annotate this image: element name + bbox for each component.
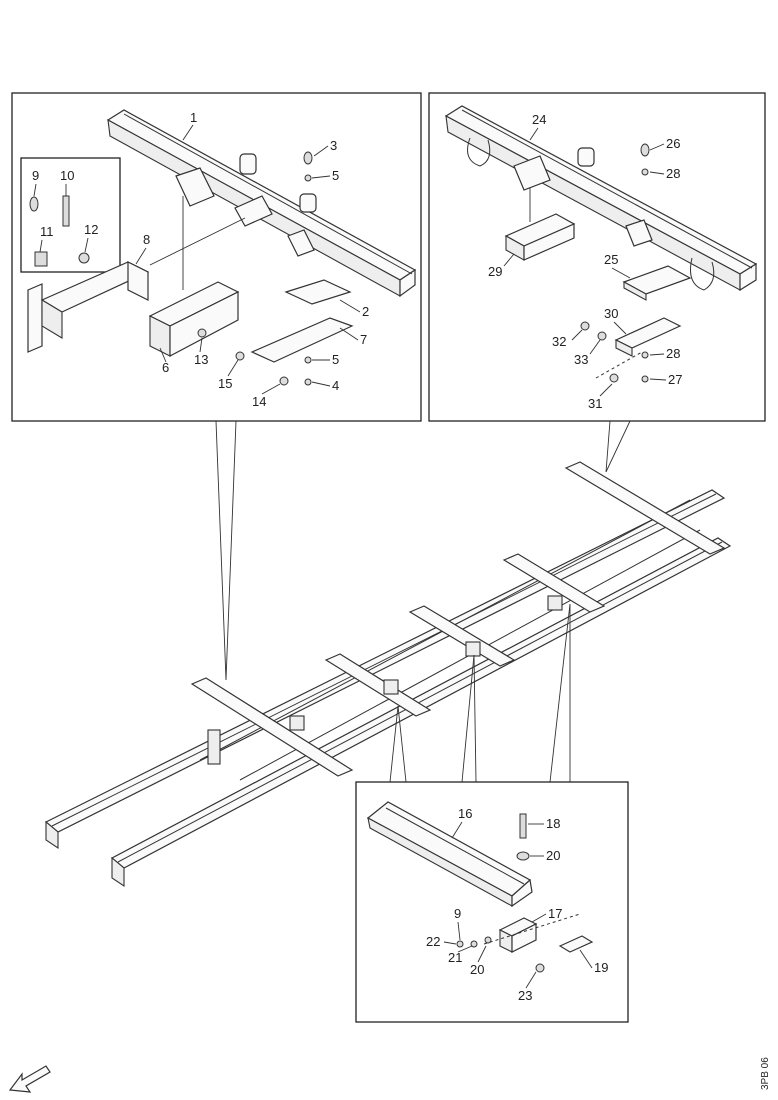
callouts-top-left: 1 2 3 4 5 5 6 7 8 9 10 11 12 13 <box>32 110 369 409</box>
callout-28a: 28 <box>666 166 680 181</box>
callout-9b: 9 <box>454 906 461 921</box>
callout-10: 10 <box>60 168 74 183</box>
callout-22: 22 <box>426 934 440 949</box>
callout-9: 9 <box>32 168 39 183</box>
callout-14: 14 <box>252 394 266 409</box>
callout-4: 4 <box>332 378 339 393</box>
callout-24: 24 <box>532 112 546 127</box>
inset-frame <box>20 157 121 273</box>
callout-5a: 5 <box>332 168 339 183</box>
callout-6: 6 <box>162 360 169 375</box>
callouts-top-right: 24 25 26 28 28 29 30 31 32 33 27 <box>488 112 682 411</box>
callout-13: 13 <box>194 352 208 367</box>
callout-31: 31 <box>588 396 602 411</box>
callout-21: 21 <box>448 950 462 965</box>
plate-19 <box>558 935 594 953</box>
panel-top-right: 24 25 26 28 28 29 30 31 32 33 27 <box>428 92 766 422</box>
fasteners-top-right <box>580 143 650 383</box>
callout-33: 33 <box>574 352 588 367</box>
figure-code: 3PB 06 <box>760 1057 771 1090</box>
crossmember-24 <box>444 105 758 292</box>
callout-23: 23 <box>518 988 532 1003</box>
callout-18: 18 <box>546 816 560 831</box>
callout-8: 8 <box>143 232 150 247</box>
panel-frame <box>355 781 629 1023</box>
callout-12: 12 <box>84 222 98 237</box>
callout-28b: 28 <box>666 346 680 361</box>
plate-2 <box>284 279 352 305</box>
fasteners-bottom <box>456 936 545 973</box>
callout-1: 1 <box>190 110 197 125</box>
panel-frame <box>428 92 766 422</box>
callout-20b: 20 <box>470 962 484 977</box>
callout-5b: 5 <box>332 352 339 367</box>
bolt-18 <box>519 813 527 839</box>
callout-7: 7 <box>360 332 367 347</box>
callout-25: 25 <box>604 252 618 267</box>
callout-19: 19 <box>594 960 608 975</box>
panel-bottom: 16 17 18 19 20 20 21 22 23 9 <box>355 781 629 1023</box>
callouts-bottom: 16 17 18 19 20 20 21 22 23 9 <box>426 806 608 1003</box>
front-direction-arrow-icon <box>8 1065 51 1093</box>
bracket-8 <box>27 261 150 353</box>
callout-16: 16 <box>458 806 472 821</box>
callout-3: 3 <box>330 138 337 153</box>
callout-32: 32 <box>552 334 566 349</box>
channel-16 <box>366 801 533 908</box>
callout-26: 26 <box>666 136 680 151</box>
washer-20 <box>516 851 530 861</box>
chassis-frame <box>44 420 732 888</box>
callout-30: 30 <box>604 306 618 321</box>
callout-29: 29 <box>488 264 502 279</box>
callout-11: 11 <box>40 224 54 239</box>
plate-7 <box>250 317 354 363</box>
panel-top-left: 1 2 3 4 5 5 6 7 8 9 10 11 12 13 <box>11 92 422 422</box>
callout-17: 17 <box>548 906 562 921</box>
bracket-6 <box>148 281 240 357</box>
callout-15: 15 <box>218 376 232 391</box>
callout-20a: 20 <box>546 848 560 863</box>
fasteners-top-left <box>29 151 313 386</box>
crossmember-1 <box>106 109 417 298</box>
callout-2: 2 <box>362 304 369 319</box>
callout-27: 27 <box>668 372 682 387</box>
panel-frame <box>11 92 422 422</box>
